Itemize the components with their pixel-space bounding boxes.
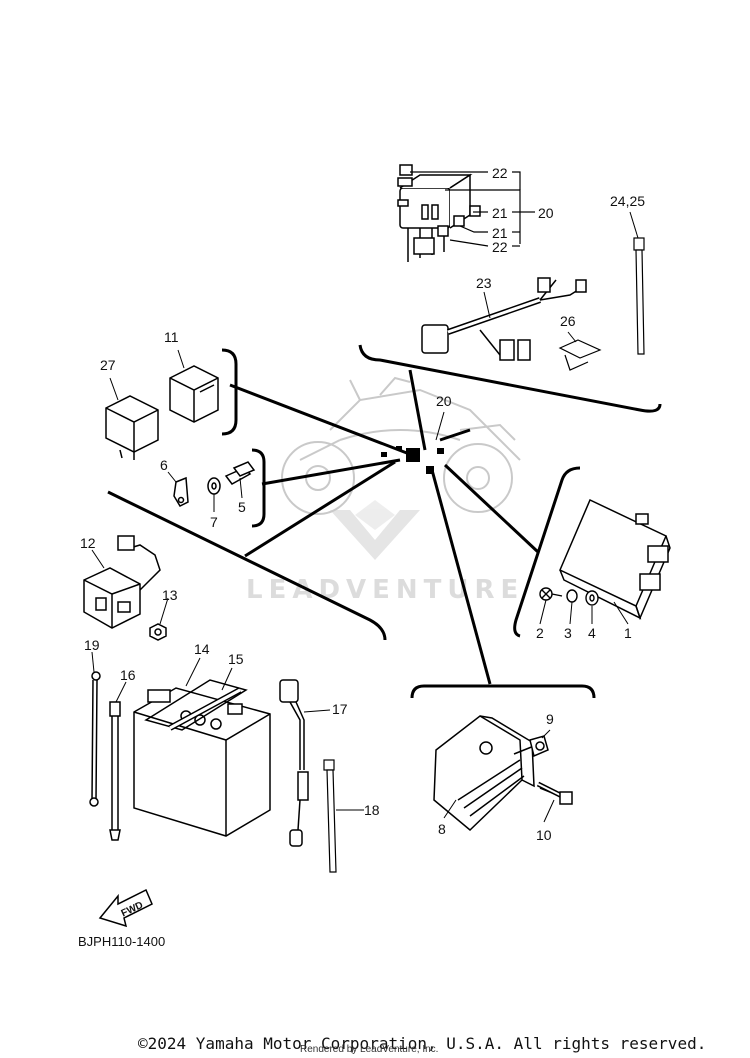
section-brackets [107,344,662,699]
bolt-5 [224,461,256,485]
motorcycle-silhouette [281,376,521,515]
callout-5: 5 [238,499,246,515]
callout-17: 17 [332,701,348,717]
callout-10: 10 [536,827,552,843]
callout-21b: 21 [492,225,508,241]
callout-13: 13 [162,587,178,603]
regulator [433,715,535,832]
sensor-lead-17 [279,679,309,847]
clip-part [558,339,602,371]
relay-11 [169,365,219,423]
ecu-hardware [539,587,599,606]
callout-1: 1 [624,625,632,641]
callout-15: 15 [228,651,244,667]
callout-20a: 20 [538,205,554,221]
callout-19: 19 [84,637,100,653]
callout-4: 4 [588,625,596,641]
callout-22a: 22 [492,165,508,181]
callout-2: 2 [536,625,544,641]
callout-9: 9 [546,711,554,727]
callout-24-25: 24,25 [610,193,645,209]
center-connectors [381,446,444,474]
callout-20b: 20 [436,393,452,409]
callout-27: 27 [100,357,116,373]
callout-18: 18 [364,802,380,818]
callout-8: 8 [438,821,446,837]
starter-relay [83,535,161,629]
section-leaders [229,369,540,685]
callout-7: 7 [210,514,218,530]
callout-16: 16 [120,667,136,683]
rendered-by-notice: Rendered by LeadVenture, Inc. [300,1044,439,1055]
copyright-notice: ©2024 Yamaha Motor Corporation, U.S.A. A… [138,1034,707,1053]
relay-27 [105,395,159,460]
callout-22b: 22 [492,239,508,255]
callout-leaders [91,211,639,823]
callout-26: 26 [560,313,576,329]
cable-tie [633,237,645,355]
nut-13 [149,623,167,641]
callout-23: 23 [476,275,492,291]
callout-11: 11 [164,329,179,345]
watermark-logo [330,500,420,560]
callout-14: 14 [194,641,210,657]
ecu-unit [559,498,671,621]
callout-12: 12 [80,535,96,551]
wire-harness [421,277,587,361]
battery [133,679,271,837]
callout-labels: 22 21 20 21 22 24,25 23 26 20 27 11 6 7 … [80,165,645,843]
callout-21a: 21 [492,205,508,221]
callout-6: 6 [160,457,168,473]
battery-lead-16 [109,701,121,841]
fuse-box [397,164,481,262]
diagram-code: BJPH110-1400 [78,934,166,949]
fwd-arrow-icon: FWD [98,888,153,928]
fuse-callout-lines [410,171,535,247]
bolt-10 [536,781,573,805]
callout-3: 3 [564,625,572,641]
cable-tie-18 [323,759,337,873]
ground-lead-19 [89,671,101,807]
bolt-9 [513,735,549,758]
washer-7 [207,477,221,495]
bracket-6 [173,476,189,507]
